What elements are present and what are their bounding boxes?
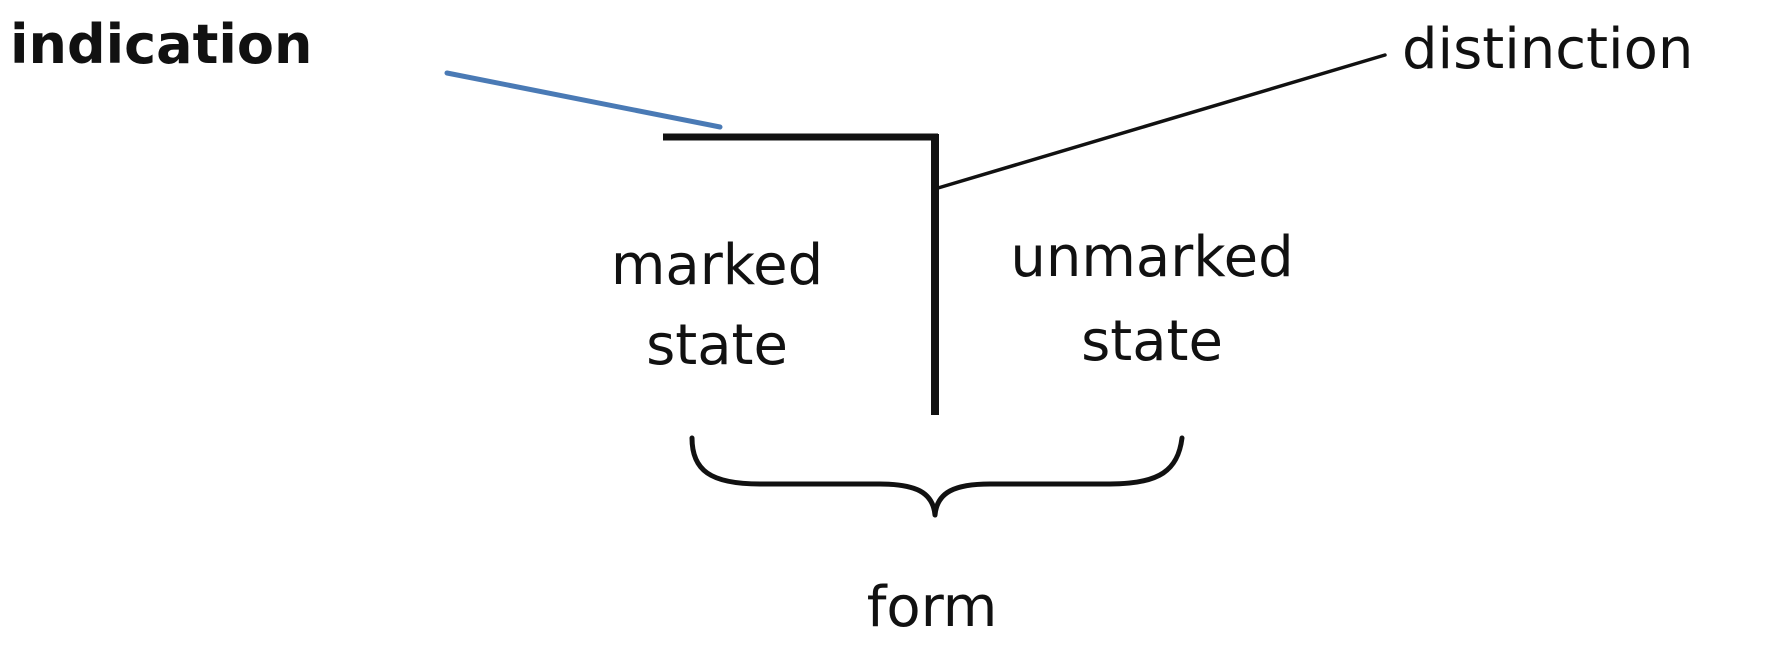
form-label: form [866, 575, 998, 640]
distinction-pointer-line [936, 53, 1387, 190]
unmarked-state-line2: state [1081, 309, 1223, 374]
form-curly-brace [689, 435, 1185, 518]
indication-pointer-line [444, 70, 723, 130]
distinction-label: distinction [1402, 17, 1694, 82]
unmarked-state-line1: unmarked [1010, 225, 1294, 290]
marked-state-line2: state [646, 313, 788, 378]
marked-state-line1: marked [610, 233, 824, 298]
indication-label: indication [10, 13, 313, 76]
